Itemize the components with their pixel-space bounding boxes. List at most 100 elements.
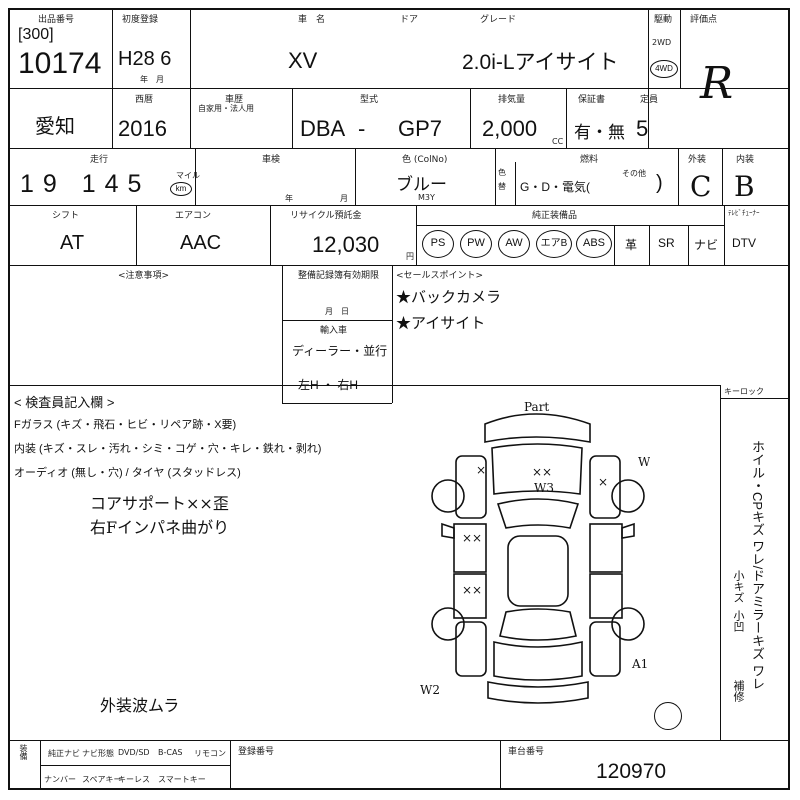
equip-navi: ナビ bbox=[694, 238, 719, 252]
col-line bbox=[688, 225, 689, 265]
cc-unit: CC bbox=[552, 137, 564, 146]
score-value: R bbox=[700, 58, 734, 109]
footer-item-bcas: B-CAS bbox=[158, 748, 183, 757]
notes-header: <注意事項> bbox=[118, 271, 170, 281]
mark-hood-w3: W3 bbox=[534, 481, 554, 495]
sub-header: 車歴 bbox=[225, 95, 244, 105]
seats-header: 定員 bbox=[640, 95, 659, 105]
interior-header: 内装 bbox=[736, 155, 755, 165]
equip-aw-icon: AW bbox=[498, 230, 530, 258]
import-hand: 左H ・ 右H bbox=[298, 378, 359, 392]
ac-header: エアコン bbox=[175, 211, 212, 221]
inspector-header: < 検査員記入欄 > bbox=[14, 395, 115, 410]
left-rear-door bbox=[453, 573, 487, 619]
col-line bbox=[495, 148, 496, 205]
auction-sheet bbox=[8, 8, 790, 790]
inspection-year: 年 bbox=[285, 194, 293, 203]
ac-value: AAC bbox=[180, 232, 222, 254]
type-dash: - bbox=[358, 116, 366, 141]
interior-value: B bbox=[734, 170, 755, 203]
lot-number: 10174 bbox=[18, 47, 102, 80]
sales-point-1: ★バックカメラ bbox=[396, 289, 502, 306]
exterior-header: 外装 bbox=[688, 155, 707, 165]
reg-value: H28 6 bbox=[118, 48, 172, 70]
footer-item-dvd: DVD/SD bbox=[118, 748, 150, 757]
sales-header: <セールスポイント> bbox=[396, 271, 484, 281]
legend-small-dent: 小凹 bbox=[732, 610, 744, 632]
key-lock-header: キーロック bbox=[724, 387, 764, 396]
type-value: GP7 bbox=[398, 116, 443, 141]
legend-small-scratch: 小キズ bbox=[732, 570, 744, 603]
import-bottom-line bbox=[282, 403, 392, 404]
col-line bbox=[515, 162, 516, 205]
fuel-value: G・D・電気( bbox=[520, 180, 590, 194]
equip-ps-icon: PS bbox=[422, 230, 454, 258]
reg-number-header: 登録番号 bbox=[238, 747, 275, 757]
left-quarter bbox=[455, 621, 487, 677]
shift-header: シフト bbox=[52, 211, 80, 221]
windshield bbox=[496, 498, 580, 529]
right-rear-door bbox=[589, 573, 623, 619]
mark-hood-xx: ×× bbox=[532, 465, 552, 479]
legend-vertical: ホイル・CPキズ ワレ/ドアミラーキズ ワレ bbox=[750, 440, 765, 690]
col-line bbox=[678, 148, 679, 205]
key-circle-icon bbox=[654, 702, 682, 730]
trunk bbox=[493, 640, 583, 681]
row-divider-footer bbox=[8, 740, 790, 741]
row-divider-1 bbox=[8, 88, 790, 89]
mileage-unit-km: km bbox=[170, 182, 192, 196]
col-line bbox=[416, 205, 417, 265]
col-line bbox=[112, 8, 113, 148]
col-line bbox=[470, 88, 471, 148]
import-value: ディーラー・並行 bbox=[292, 344, 388, 358]
rear-window bbox=[499, 608, 577, 641]
drive-2wd: 2WD bbox=[652, 38, 672, 47]
mark-right-x: × bbox=[598, 475, 608, 489]
mark-part: Part bbox=[524, 400, 549, 414]
cert-value: 有・無 bbox=[574, 123, 625, 142]
cert-header: 保証書 bbox=[578, 95, 606, 105]
equip-pw-icon: PW bbox=[460, 230, 492, 258]
mark-w2: W2 bbox=[420, 683, 440, 697]
row-divider-5 bbox=[8, 385, 720, 386]
sub-note: 自家用・法人用 bbox=[198, 104, 254, 113]
footer-item-keyless: キーレス bbox=[118, 775, 150, 784]
wheel-rear-left bbox=[431, 607, 465, 641]
recycle-header: リサイクル預託金 bbox=[290, 211, 362, 221]
inspector-note-1: コアサポート××歪 bbox=[90, 494, 229, 513]
fuel-other: その他 bbox=[622, 169, 646, 178]
col-line bbox=[649, 225, 650, 265]
mark-left-x: × bbox=[476, 463, 486, 477]
score-header: 評価点 bbox=[690, 15, 718, 25]
mileage-value: 19 145 bbox=[20, 170, 151, 198]
col-line bbox=[722, 148, 723, 205]
equip-airbag-icon: エアB bbox=[536, 230, 572, 258]
equip-leather: 革 bbox=[625, 238, 638, 252]
row-divider-3 bbox=[8, 205, 790, 206]
color-change-label: 色替 bbox=[498, 168, 506, 191]
wheel-front-left bbox=[431, 479, 465, 513]
inspection-month: 月 bbox=[340, 194, 348, 203]
lot-header: 出品番号 bbox=[38, 15, 75, 25]
sales-point-2: ★アイサイト bbox=[396, 315, 486, 332]
col-line bbox=[292, 88, 293, 148]
mirror-left bbox=[441, 522, 455, 539]
equip-sr: SR bbox=[658, 236, 675, 250]
legend-repair: 補修 bbox=[732, 680, 744, 702]
equip-header: 純正装備品 bbox=[532, 211, 578, 221]
shift-value: AT bbox=[60, 232, 85, 254]
grade-value: 2.0i-Lアイサイト bbox=[462, 51, 619, 74]
col-line bbox=[614, 225, 615, 265]
col-line bbox=[195, 148, 196, 205]
grade-header: グレード bbox=[480, 15, 517, 25]
inspector-line-glass: Fガラス (キズ・飛石・ヒビ・リペア跡・X要) bbox=[14, 419, 237, 431]
mark-left-rear-x: ×× bbox=[462, 583, 482, 597]
col-line bbox=[392, 265, 393, 403]
col-line bbox=[230, 740, 231, 790]
mileage-header: 走行 bbox=[90, 155, 109, 165]
recycle-unit: 円 bbox=[406, 252, 414, 261]
footer-item-navi-type: ナビ形態 bbox=[82, 749, 114, 758]
footer-item-remote: リモコン bbox=[194, 749, 226, 758]
color-code: M3Y bbox=[418, 193, 435, 202]
year-value: 2016 bbox=[118, 116, 167, 141]
